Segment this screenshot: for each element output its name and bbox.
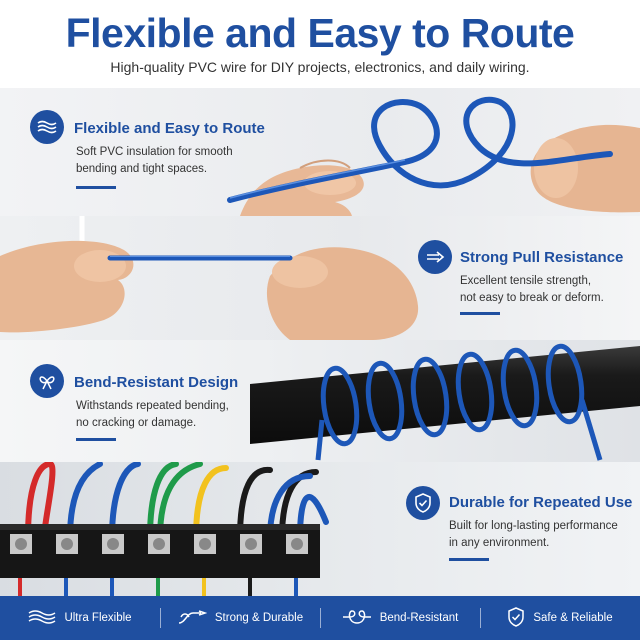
panel-durable: Durable for Repeated Use Built for long-… xyxy=(0,462,640,596)
panel-flexible: Flexible and Easy to Route Soft PVC insu… xyxy=(0,88,640,216)
footer-item-label: Strong & Durable xyxy=(214,612,304,624)
feature-underline xyxy=(76,186,116,189)
feature-title: Strong Pull Resistance xyxy=(460,249,624,266)
feature-title: Durable for Repeated Use xyxy=(449,494,633,511)
waves-icon xyxy=(30,110,64,144)
page-subtitle: High-quality PVC wire for DIY projects, … xyxy=(110,59,530,75)
feature-title: Flexible and Easy to Route xyxy=(74,120,265,137)
ribbon-loop-icon xyxy=(30,364,64,398)
footer-item-label: Ultra Flexible xyxy=(64,612,132,624)
terminal-block-photo xyxy=(0,462,329,596)
pulled-wire-photo xyxy=(0,216,419,340)
footer-item-bend-resistant: Bend-Resistant xyxy=(320,596,480,640)
feature-desc: Soft PVC insulation for smooth bending a… xyxy=(76,146,233,175)
feature-title: Bend-Resistant Design xyxy=(74,374,239,391)
panel-pull: Strong Pull Resistance Excellent tensile… xyxy=(0,216,640,340)
feature-desc: Excellent tensile strength, not easy to … xyxy=(460,275,604,304)
panel-bend: Bend-Resistant Design Withstands repeate… xyxy=(0,340,640,462)
page-title: Flexible and Easy to Route xyxy=(65,10,575,56)
spiral-wire-photo xyxy=(250,343,640,461)
feature-underline xyxy=(76,438,116,441)
feature-underline xyxy=(449,558,489,561)
wire-icon xyxy=(177,609,208,628)
footer-item-label: Bend-Resistant xyxy=(379,612,459,624)
feature-desc: Built for long-lasting performance in an… xyxy=(449,520,618,549)
footer-bar: Ultra Flexible Strong & Durable Bend-Res… xyxy=(0,596,640,640)
footer-item-ultra-flexible: Ultra Flexible xyxy=(0,596,160,640)
waves-icon xyxy=(28,609,56,628)
feature-underline xyxy=(460,312,500,315)
footer-item-label: Safe & Reliable xyxy=(533,612,613,624)
feature-desc: Withstands repeated bending, no cracking… xyxy=(76,400,229,429)
footer-item-strong-durable: Strong & Durable xyxy=(160,596,320,640)
shield-check-icon xyxy=(406,486,440,520)
loop-icon xyxy=(342,609,372,628)
footer-item-safe-reliable: Safe & Reliable xyxy=(480,596,640,640)
arrow-right-icon xyxy=(418,240,452,274)
shield-check-icon xyxy=(507,606,525,630)
header: Flexible and Easy to Route High-quality … xyxy=(0,0,640,88)
coiled-wire-photo xyxy=(227,96,640,216)
